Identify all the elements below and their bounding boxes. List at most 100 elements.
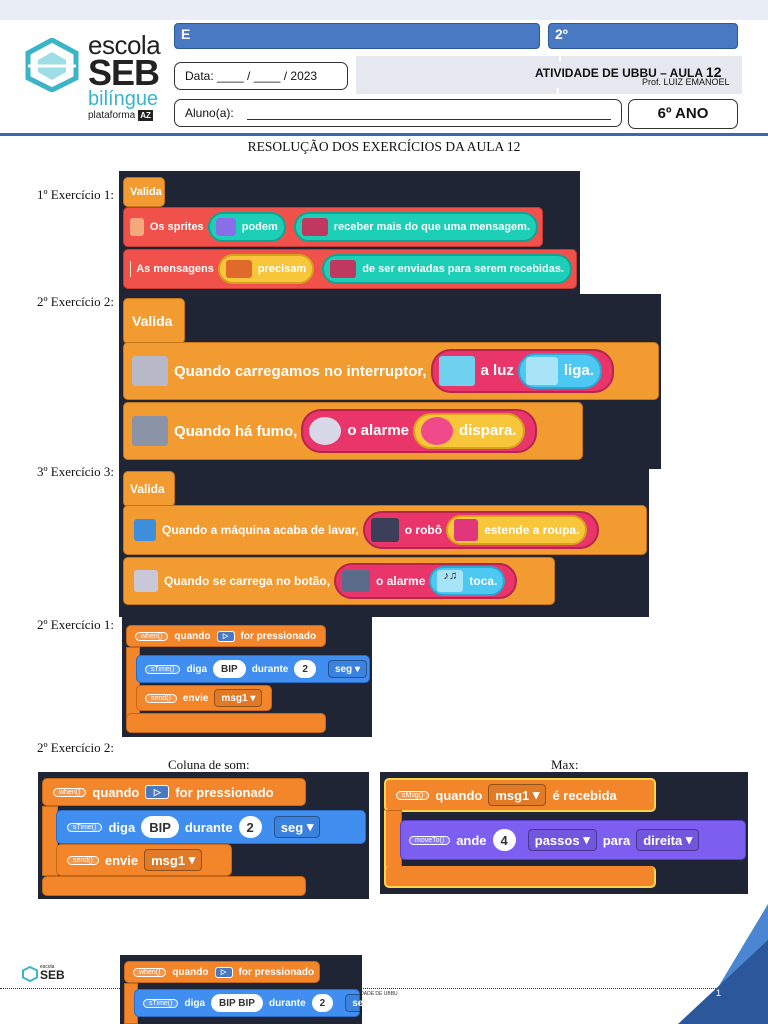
max-label: Max: xyxy=(551,757,579,772)
message-received-block[interactable]: sMsg() quando msg1 ▾ é recebida xyxy=(384,778,656,812)
statement-block-2[interactable]: As mensagens precisam de ser enviadas pa… xyxy=(123,249,577,289)
when-block[interactable]: when() quando ▷ for pressionado xyxy=(126,625,326,647)
exercise-3-label: 3º Exercício 3: xyxy=(37,464,114,479)
alarme-pill[interactable]: o alarme dispara. xyxy=(301,408,537,454)
enviadas-pill[interactable]: de ser enviadas para serem recebidas. xyxy=(322,253,572,285)
page-number: 1 xyxy=(716,988,722,998)
duration-value[interactable]: 2 xyxy=(294,660,316,678)
alarme-pill[interactable]: o alarme ♪♫toca. xyxy=(334,562,518,600)
footer-line xyxy=(0,988,768,989)
say-text-value[interactable]: BIP BIP xyxy=(211,994,263,1012)
code-panel-4: when() quando ▷ for pressionado sTime() … xyxy=(120,955,362,1024)
grade-box: 6º ANO xyxy=(628,99,738,129)
date-field[interactable]: Data: ____ / ____ / 2023 xyxy=(174,62,348,90)
valida-hat-block[interactable]: Valida xyxy=(123,471,175,507)
footer-logo: escola SEB xyxy=(22,964,72,994)
exercise-1-label: 1º Exercício 1: xyxy=(37,187,114,202)
ubbu-panel-2: Valida Quando carregamos no interruptor,… xyxy=(119,294,661,469)
ubbu-panel-3: Valida Quando a máquina acaba de lavar, … xyxy=(119,469,649,617)
valida-hat-block[interactable]: Valida xyxy=(123,298,185,344)
coluna-som-label: Coluna de som: xyxy=(168,757,250,772)
duration-value[interactable]: 2 xyxy=(238,816,262,838)
alarm-icon xyxy=(309,416,342,445)
precisam-pill[interactable]: precisam xyxy=(217,253,315,285)
student-name-field[interactable]: Aluno(a): xyxy=(174,99,622,127)
say-block[interactable]: sTime() diga BIP durante 2 seg ▾ xyxy=(136,655,370,683)
statement-block-1[interactable]: Quando carregamos no interruptor, a luz … xyxy=(123,342,659,400)
receive-pill[interactable]: receber mais do que uma mensagem. xyxy=(293,211,538,243)
page-heading: RESOLUÇÃO DOS EXERCÍCIOS DA AULA 12 xyxy=(247,139,521,154)
duration-value[interactable]: 2 xyxy=(311,994,334,1012)
send-block[interactable]: send() envie msg1 ▾ xyxy=(56,844,232,876)
alarm-panel-icon xyxy=(342,569,371,592)
when-block-foot xyxy=(126,713,326,733)
trimester-bar[interactable]: 2º xyxy=(548,23,738,49)
robot-icon xyxy=(370,517,399,542)
sprites-icon xyxy=(130,218,144,236)
say-block[interactable]: sTime() diga BIP durante 2 seg ▾ xyxy=(56,810,366,844)
play-flag-icon: ▷ xyxy=(145,785,170,799)
direction-dropdown[interactable]: direita ▾ xyxy=(636,829,700,851)
envelope-icon xyxy=(301,217,328,236)
say-text-value[interactable]: BIP xyxy=(213,660,246,678)
code-panel-3: sMsg() quando msg1 ▾ é recebida moveTo()… xyxy=(380,772,748,894)
statement-block-1[interactable]: Quando a máquina acaba de lavar, o robô … xyxy=(123,505,647,555)
chevron-down-icon: ▾ xyxy=(354,663,360,675)
professor-name: Prof. LUIZ EMANOEL xyxy=(642,77,730,87)
unit-dropdown[interactable]: seg ▾ xyxy=(273,816,321,838)
logo-escola: escola xyxy=(88,30,161,60)
unit-dropdown[interactable]: seg ▾ xyxy=(327,660,367,678)
message-dropdown[interactable]: msg1 ▾ xyxy=(488,784,547,806)
play-flag-icon: ▷ xyxy=(216,630,235,642)
hand-icon xyxy=(215,217,236,236)
statement-block-1[interactable]: Os sprites podem receber mais do que uma… xyxy=(123,207,543,247)
title-band xyxy=(356,56,742,94)
chevron-down-icon: ▾ xyxy=(583,832,590,847)
unit-dropdown[interactable]: seg ▾ xyxy=(345,994,362,1012)
steps-dropdown[interactable]: passos ▾ xyxy=(527,829,597,851)
code-panel-2: when() quando ▷ for pressionado sTime() … xyxy=(38,772,369,899)
shirt-icon xyxy=(454,518,479,541)
podem-pill[interactable]: podem xyxy=(207,211,286,243)
switch-icon xyxy=(132,356,168,386)
statement-block-2[interactable]: Quando há fumo, o alarme dispara. xyxy=(123,402,583,460)
toca-pill[interactable]: ♪♫toca. xyxy=(429,566,506,596)
ubbu-panel-1: Valida Os sprites podem receber mais do … xyxy=(119,171,580,294)
statement-block-2[interactable]: Quando se carrega no botão, o alarme ♪♫t… xyxy=(123,557,555,605)
chevron-down-icon: ▾ xyxy=(188,852,196,867)
move-block[interactable]: moveTo() ande 4 passos ▾ para direita ▾ xyxy=(400,820,746,860)
name-underline xyxy=(247,119,611,120)
message-dropdown[interactable]: msg1 ▾ xyxy=(214,689,263,707)
estende-pill[interactable]: estende a roupa. xyxy=(446,514,588,546)
message-dropdown[interactable]: msg1 ▾ xyxy=(144,849,203,871)
seb-hexagon-icon xyxy=(25,38,79,92)
valida-hat-block[interactable]: Valida xyxy=(123,177,165,207)
robo-pill[interactable]: o robô estende a roupa. xyxy=(362,510,600,550)
activity-title: ATIVIDADE DE UBBU – AULA 12 xyxy=(535,64,722,80)
when-block[interactable]: when() quando ▷ for pressionado xyxy=(124,961,320,983)
liga-pill[interactable]: liga. xyxy=(517,352,602,390)
steps-value[interactable]: 4 xyxy=(492,829,516,851)
dispara-pill[interactable]: dispara. xyxy=(413,412,525,450)
ringing-alarm-icon xyxy=(421,416,454,445)
when-block[interactable]: when() quando ▷ for pressionado xyxy=(42,778,306,806)
name-field-bar[interactable]: E xyxy=(174,23,540,49)
chevron-down-icon: ▾ xyxy=(250,692,256,704)
exercise-2-1-label: 2º Exercício 1: xyxy=(37,617,114,632)
logo-seb: SEB xyxy=(88,52,160,93)
mailbox-icon xyxy=(330,259,357,278)
bulb-icon xyxy=(438,355,475,386)
luz-pill[interactable]: a luz liga. xyxy=(430,348,614,394)
seb-hexagon-icon xyxy=(22,966,38,982)
chevron-down-icon: ▾ xyxy=(685,832,693,847)
say-block[interactable]: sTime() diga BIP BIP durante 2 seg ▾ xyxy=(134,989,362,1017)
footer-title: ATIVIDADE DE UBBU xyxy=(348,991,398,997)
say-text-value[interactable]: BIP xyxy=(141,816,179,838)
send-block[interactable]: send() envie msg1 ▾ xyxy=(136,685,272,711)
code-panel-1: when() quando ▷ for pressionado sTime() … xyxy=(122,617,372,737)
logo-bilingue: bilíngue xyxy=(88,88,159,110)
music-note-icon: ♪♫ xyxy=(437,569,464,592)
message-block-foot xyxy=(384,866,656,888)
